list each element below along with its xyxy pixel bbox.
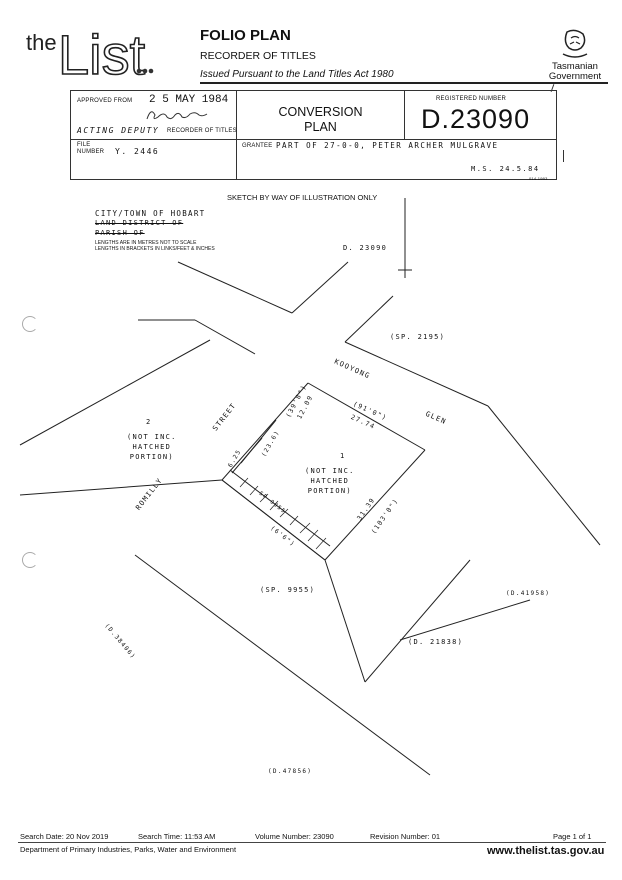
tasmanian-government-label: Tasmanian Government [548, 61, 602, 82]
label-sp2195: (SP. 2195) [390, 333, 446, 341]
recorder-of-titles-label: RECORDER OF TITLES [167, 128, 237, 134]
registered-number: D.23090 [421, 104, 531, 134]
lengths-note-links: LENGTHS IN BRACKETS IN LINKS/FEET & INCH… [95, 246, 215, 252]
the-list-logo: the List [26, 24, 154, 80]
plan-information-box: APPROVED FROM 2 5 MAY 1984 ACTING DEPUTY… [70, 90, 557, 181]
land-district-line: LAND DISTRICT OF [95, 219, 184, 227]
punch-hole-icon [22, 552, 38, 568]
registered-number-label: REGISTERED NUMBER [436, 96, 507, 102]
svg-text:the: the [26, 30, 57, 55]
ms-date: M.S. 24.5.84 [471, 165, 540, 173]
label-d21838: (D. 21838) [408, 638, 464, 646]
approver-signature [146, 111, 208, 120]
lot-1-note: (NOT INC. HATCHED PORTION) [305, 467, 355, 495]
document-subtitle: RECORDER OF TITLES [200, 50, 316, 62]
issued-pursuant-note: Issued Pursuant to the Land Titles Act 1… [200, 69, 394, 80]
website-link[interactable]: www.thelist.tas.gov.au [487, 845, 605, 857]
acting-deputy-text: ACTING DEPUTY [77, 126, 160, 135]
page-number: Page 1 of 1 [553, 832, 592, 841]
parish-line: PARISH OF [95, 229, 145, 237]
label-d47856: (D.47856) [268, 768, 313, 775]
document-title: FOLIO PLAN [200, 27, 291, 44]
tasmanian-government-crest-icon [562, 29, 588, 58]
sketch-note: SKETCH BY WAY OF ILLUSTRATION ONLY [227, 193, 378, 202]
number-label: NUMBER [77, 149, 105, 155]
conversion-plan-label: CONVERSION PLAN [278, 105, 363, 134]
lot-2-note: (NOT INC. HATCHED PORTION) [127, 433, 177, 461]
approved-label: APPROVED FROM [77, 98, 133, 104]
footer-rule [18, 842, 606, 843]
city-town-line: CITY/TOWN OF HOBART [95, 209, 206, 218]
label-d41958: (D.41958) [506, 590, 551, 597]
label-sp9955: (SP. 9955) [260, 586, 316, 594]
form-code: 014-1993 [529, 176, 548, 181]
department-name: Department of Primary Industries, Parks,… [20, 845, 237, 854]
svg-text:List: List [58, 24, 146, 80]
lot-1-number: 1 [340, 452, 346, 460]
margin-mark [563, 150, 564, 162]
file-label: FILE [77, 142, 91, 148]
grantee-label: GRANTEE [242, 143, 273, 149]
volume-number: Volume Number: 23090 [255, 832, 334, 841]
search-date: Search Date: 20 Nov 2019 [20, 832, 109, 841]
lengths-note-metres: LENGTHS ARE IN METRES NOT TO SCALE [95, 240, 197, 246]
lot-2-number: 2 [146, 418, 152, 426]
approved-date-stamp: 2 5 MAY 1984 [149, 94, 229, 106]
file-number: Y. 2446 [115, 147, 160, 156]
label-d23090: D. 23090 [343, 244, 388, 252]
grantee-value: PART OF 27-0-0, PETER ARCHER MULGRAVE [276, 141, 499, 150]
header-rule [200, 82, 608, 84]
revision-number: Revision Number: 01 [370, 832, 441, 841]
punch-hole-icon [22, 316, 38, 332]
search-time: Search Time: 11:53 AM [138, 832, 216, 841]
